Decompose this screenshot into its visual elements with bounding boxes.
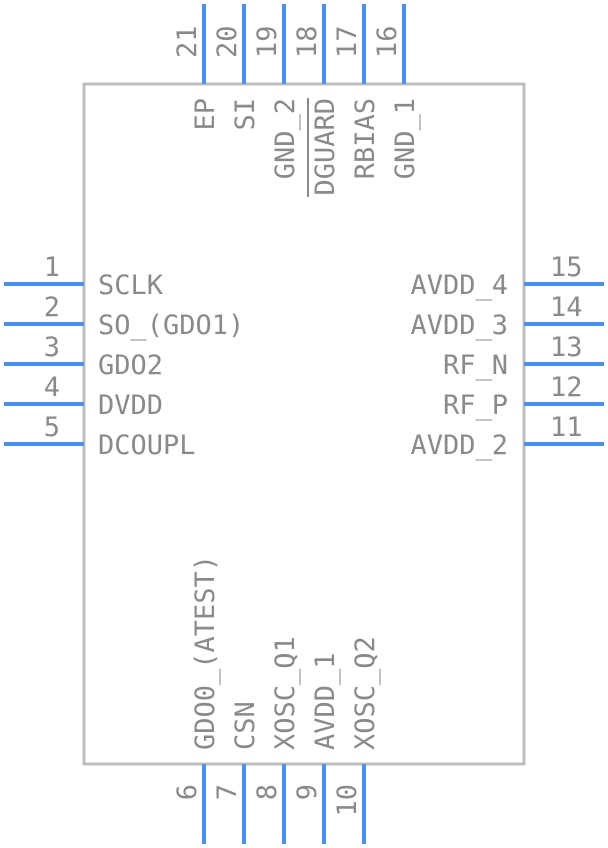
pins-layer: 1SCLK2SO_(GDO1)3GDO24DVDD5DCOUPL6GDO0_(A… — [4, 4, 604, 844]
pin-15-number: 15 — [550, 252, 583, 283]
pin-2-so-gdo1: 2SO_(GDO1) — [4, 292, 244, 341]
pin-4-label: DVDD — [98, 390, 163, 421]
pin-7-number: 7 — [212, 784, 243, 800]
pin-2-label: SO_(GDO1) — [98, 310, 244, 341]
pin-10-label: XOSC_Q2 — [350, 636, 381, 750]
pin-6-label: GDO0_(ATEST) — [190, 555, 221, 750]
pin-13-label: RF_N — [443, 350, 508, 381]
pin-11-label: AVDD_2 — [410, 430, 508, 461]
pin-2-number: 2 — [44, 292, 60, 323]
pin-9-avdd-1: 9 AVDD_1 — [292, 652, 341, 844]
pin-3-number: 3 — [44, 332, 60, 363]
pin-9-label: AVDD_1 — [310, 652, 341, 750]
pin-5-number: 5 — [44, 412, 60, 443]
pin-8-xosc-q1: 8 XOSC_Q1 — [252, 636, 301, 844]
pin-19-number: 19 — [252, 25, 283, 58]
pin-12-number: 12 — [550, 372, 583, 403]
pin-11-number: 11 — [550, 412, 583, 443]
pin-5-label: DCOUPL — [98, 430, 196, 461]
pin-7-csn: 7 CSN — [212, 701, 261, 844]
pin-10-xosc-q2: 10 XOSC_Q2 — [332, 636, 381, 844]
pin-3-label: GDO2 — [98, 350, 163, 381]
pin-18-number: 18 — [292, 25, 323, 58]
pin-17-number: 17 — [332, 25, 363, 58]
pin-6-gdo0-atest: 6 GDO0_(ATEST) — [172, 555, 221, 844]
pin-18-label: DGUARD — [310, 98, 341, 196]
pin-20-label: SI — [230, 98, 261, 131]
pin-9-number: 9 — [292, 784, 323, 800]
ic-body — [82, 82, 526, 766]
pin-15-label: AVDD_4 — [410, 270, 508, 301]
pin-16-number: 16 — [372, 25, 403, 58]
pin-16-label: GND_1 — [390, 98, 421, 179]
pin-1-number: 1 — [44, 252, 60, 283]
pin-7-label: CSN — [230, 701, 261, 750]
pin-1-label: SCLK — [98, 270, 164, 301]
pin-21-label: EP — [190, 98, 221, 131]
pin-14-number: 14 — [550, 292, 583, 323]
pin-17-label: RBIAS — [350, 98, 381, 179]
pin-6-number: 6 — [172, 784, 203, 800]
pin-20-number: 20 — [212, 25, 243, 58]
pin-12-label: RF_P — [443, 390, 508, 421]
pin-19-label: GND_2 — [270, 98, 301, 179]
pin-13-number: 13 — [550, 332, 583, 363]
pin-4-number: 4 — [44, 372, 60, 403]
pin-10-number: 10 — [332, 784, 363, 817]
pin-8-number: 8 — [252, 784, 283, 800]
pin-14-label: AVDD_3 — [410, 310, 508, 341]
pin-21-number: 21 — [172, 25, 203, 58]
pin-8-label: XOSC_Q1 — [270, 636, 301, 750]
